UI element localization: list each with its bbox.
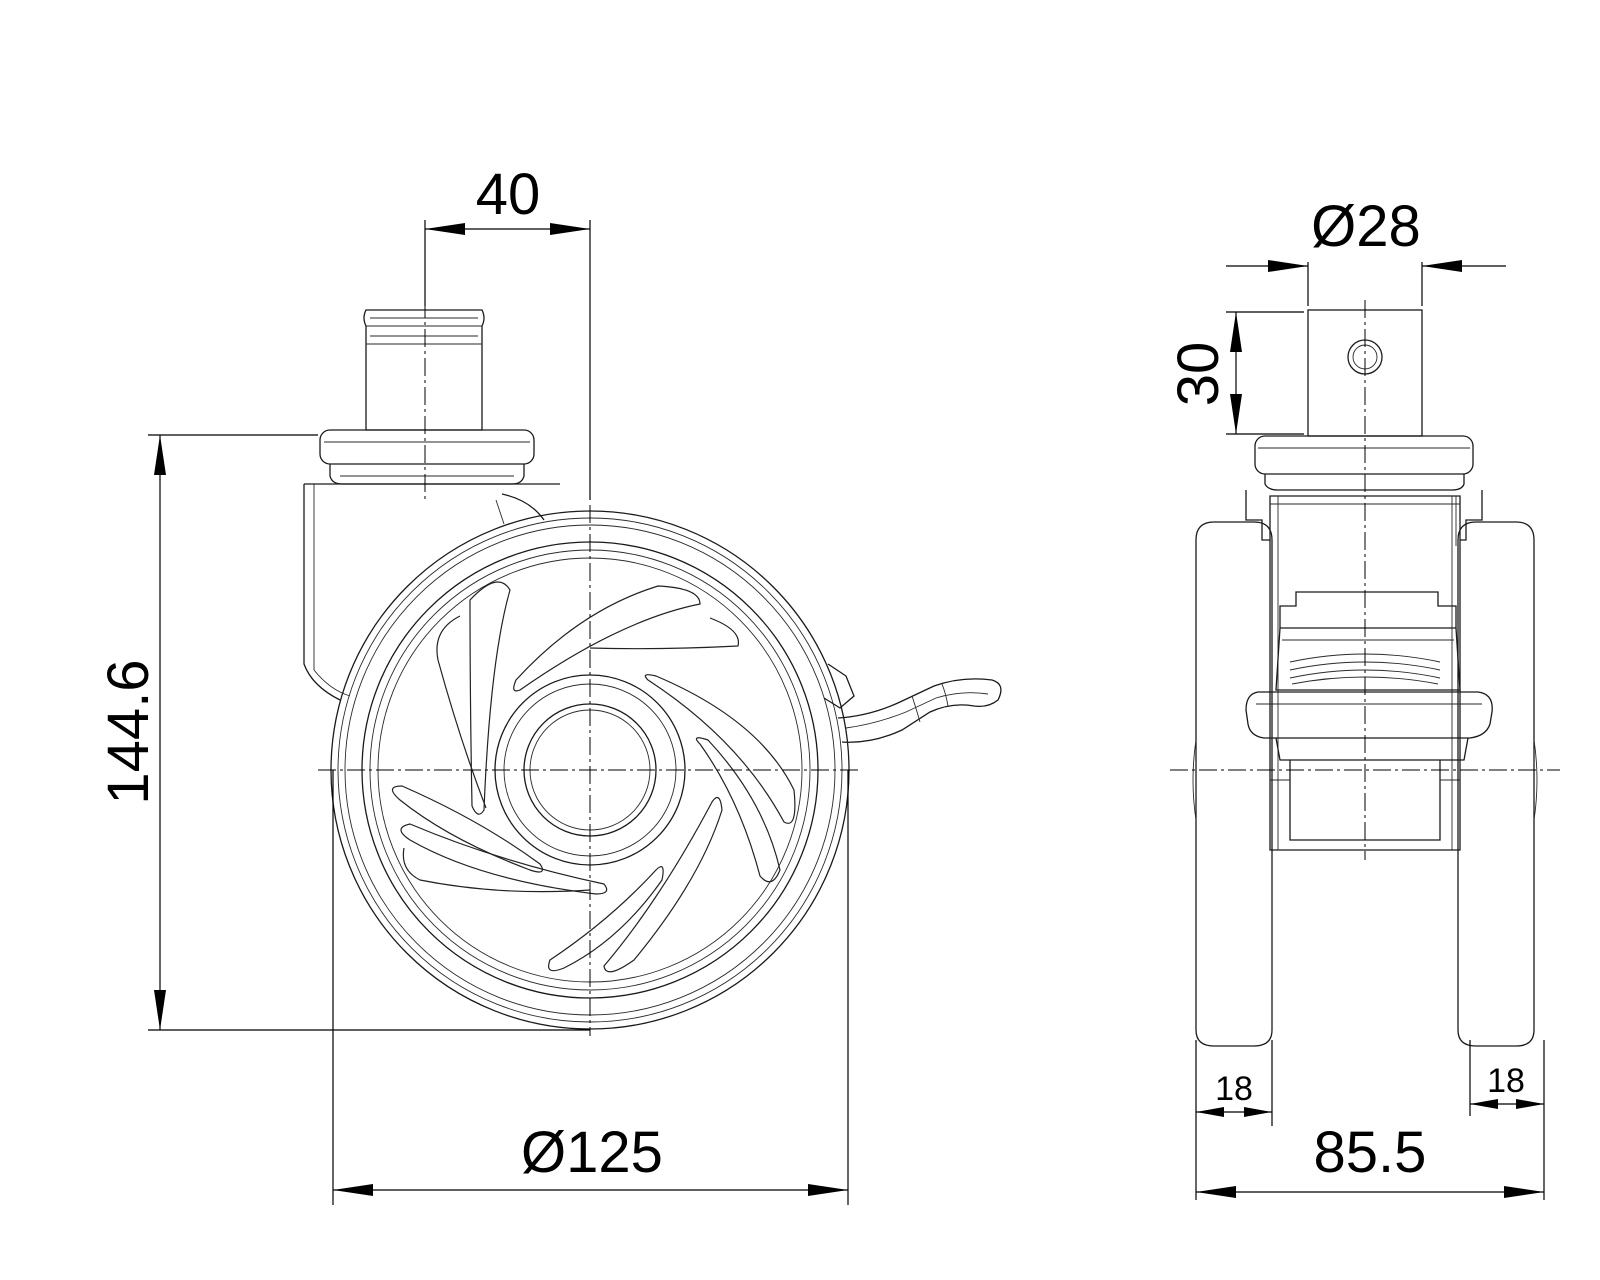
side-fork-housing bbox=[303, 483, 560, 701]
front-centerlines bbox=[1170, 300, 1560, 860]
front-brake-pedal bbox=[1245, 691, 1493, 761]
dim-stem-height-label: 30 bbox=[1166, 342, 1231, 407]
dim-stem-offset: 40 bbox=[424, 162, 591, 500]
dim-wheel-width-right-label: 18 bbox=[1487, 1062, 1525, 1100]
dim-wheel-diameter-label: Ø125 bbox=[521, 1120, 663, 1185]
side-brake-pedal bbox=[823, 663, 1002, 743]
side-centerlines bbox=[318, 300, 862, 1036]
front-dimensions: Ø28 30 18 18 bbox=[1166, 194, 1545, 1200]
side-wheel-blades bbox=[391, 581, 796, 973]
dim-wheel-width-left: 18 bbox=[1195, 1040, 1273, 1200]
dim-overall-width: 85.5 bbox=[1196, 1120, 1544, 1198]
dim-wheel-width-left-label: 18 bbox=[1215, 1070, 1253, 1108]
dim-overall-height-label: 144.6 bbox=[96, 659, 161, 804]
dim-wheel-width-right: 18 bbox=[1469, 1040, 1545, 1200]
side-stem bbox=[363, 309, 485, 431]
front-view bbox=[1170, 300, 1560, 1047]
dim-stem-offset-label: 40 bbox=[476, 162, 541, 227]
dim-stem-height: 30 bbox=[1166, 311, 1304, 435]
front-brake-housing bbox=[1275, 591, 1461, 691]
side-view bbox=[303, 300, 1002, 1036]
dim-stem-diameter: Ø28 bbox=[1226, 194, 1506, 306]
front-top-plate bbox=[1254, 435, 1474, 491]
dim-overall-width-label: 85.5 bbox=[1314, 1120, 1427, 1185]
dim-overall-height: 144.6 bbox=[96, 434, 590, 1031]
dim-wheel-diameter: Ø125 bbox=[332, 770, 849, 1205]
front-fork bbox=[1245, 490, 1483, 851]
side-dimensions: 40 144.6 Ø125 bbox=[96, 162, 849, 1205]
dim-stem-diameter-label: Ø28 bbox=[1311, 194, 1421, 259]
front-wheel-right bbox=[1457, 521, 1538, 1047]
front-wheel-left bbox=[1192, 521, 1273, 1047]
side-top-plate bbox=[319, 429, 535, 485]
